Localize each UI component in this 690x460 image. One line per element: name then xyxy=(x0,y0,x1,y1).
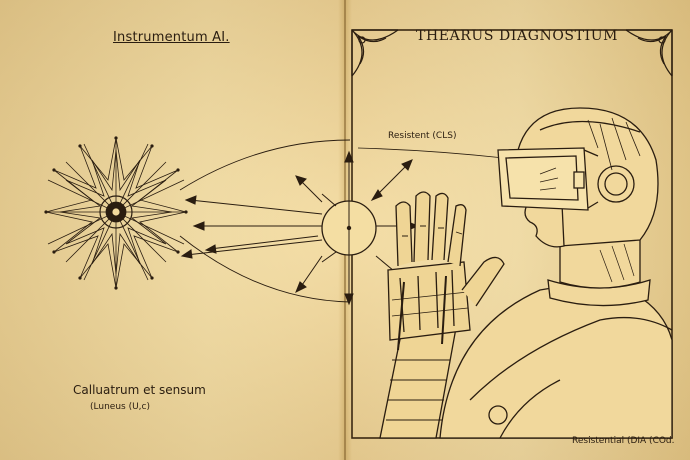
resistent-label: Resistent (CLS) xyxy=(388,131,457,141)
robot-figure-icon xyxy=(439,107,673,439)
beam-arrows xyxy=(180,159,420,294)
star-burst-icon xyxy=(45,137,187,289)
beam-arc-bottom xyxy=(179,235,351,303)
visor-connector xyxy=(357,147,505,159)
corner-ornament-icon xyxy=(351,29,399,77)
right-caption-bottom: Resistential (DIA (COd. xyxy=(572,436,675,446)
left-caption-sub: (Luneus (U,c) xyxy=(90,402,150,412)
left-page-title: Instrumentum AI. xyxy=(113,30,230,45)
star-tip-dots xyxy=(44,136,188,290)
robot-gauntlet-icon xyxy=(379,191,505,439)
vertical-axis-arrow xyxy=(344,150,354,306)
beam-arc-top xyxy=(179,139,351,191)
corner-ornament-icon xyxy=(625,29,673,77)
left-caption-main: Calluatrum et sensum xyxy=(73,383,206,397)
right-page-title: THEARUS DIAGNOSTIUM xyxy=(416,28,619,44)
